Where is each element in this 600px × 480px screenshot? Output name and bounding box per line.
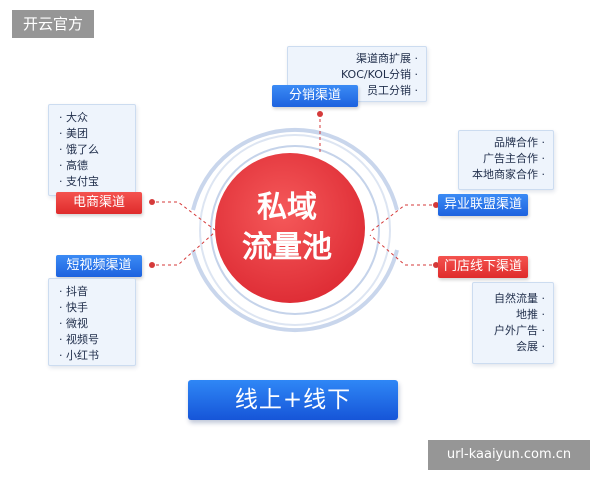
- middle-ring: [199, 134, 391, 326]
- center-circle: [215, 153, 365, 303]
- list-item: · 大众: [59, 111, 88, 124]
- list-item: 本地商家合作 ·: [472, 168, 545, 181]
- list-item: · 微视: [59, 317, 88, 330]
- list-item: 渠道商扩展 ·: [356, 52, 418, 65]
- ecommerce-channel-tag: 电商渠道: [56, 192, 142, 214]
- short-video-channel-tag: 短视频渠道: [56, 255, 142, 277]
- connector-offline: [369, 234, 438, 266]
- list-item: 会展 ·: [516, 340, 545, 353]
- dot-offline: [433, 262, 439, 268]
- list-item: 员工分销 ·: [367, 84, 418, 97]
- ecommerce-card: · 大众 · 美团 · 饿了么 · 高德 · 支付宝: [48, 104, 136, 196]
- inner-ring: [210, 145, 380, 315]
- outer-ring-arc-top: [191, 128, 399, 211]
- alliance-channel-tag: 异业联盟渠道: [438, 194, 528, 216]
- dot-short-video: [149, 262, 155, 268]
- list-item: · 美团: [59, 127, 88, 140]
- list-item: · 快手: [59, 301, 88, 314]
- list-item: · 小红书: [59, 349, 99, 362]
- list-item: 地推 ·: [516, 308, 545, 321]
- dot-alliance: [433, 202, 439, 208]
- dot-distribution: [317, 111, 323, 117]
- connector-ecommerce: [150, 201, 216, 231]
- list-item: · 抖音: [59, 285, 88, 298]
- center-title: 私域 流量池: [222, 188, 352, 268]
- center-title-line1: 私域: [257, 190, 317, 225]
- list-item: · 支付宝: [59, 175, 99, 188]
- list-item: 广告主合作 ·: [483, 152, 545, 165]
- list-item: 品牌合作 ·: [494, 136, 545, 149]
- watermark-bottom-right: url-kaaiyun.com.cn: [428, 440, 590, 470]
- center-title-line2: 流量池: [242, 230, 332, 265]
- dot-ecommerce: [149, 199, 155, 205]
- list-item: · 视频号: [59, 333, 99, 346]
- connector-alliance: [369, 204, 438, 233]
- list-item: 自然流量 ·: [494, 292, 545, 305]
- short-video-card: · 抖音 · 快手 · 微视 · 视频号 · 小红书: [48, 278, 136, 366]
- distribution-channel-tag: 分销渠道: [272, 85, 358, 107]
- online-offline-banner: 线上+线下: [188, 380, 398, 420]
- list-item: KOC/KOL分销 ·: [340, 68, 418, 81]
- watermark-top-left: 开云官方: [12, 10, 94, 38]
- alliance-card: 品牌合作 · 广告主合作 · 本地商家合作 ·: [458, 130, 554, 190]
- list-item: 户外广告 ·: [494, 324, 545, 337]
- offline-card: 自然流量 · 地推 · 户外广告 · 会展 ·: [472, 282, 554, 364]
- connector-short-video: [150, 231, 216, 266]
- offline-channel-tag: 门店线下渠道: [438, 256, 528, 278]
- list-item: · 饿了么: [59, 143, 99, 156]
- list-item: · 高德: [59, 159, 88, 172]
- outer-ring-arc-bottom: [191, 249, 399, 332]
